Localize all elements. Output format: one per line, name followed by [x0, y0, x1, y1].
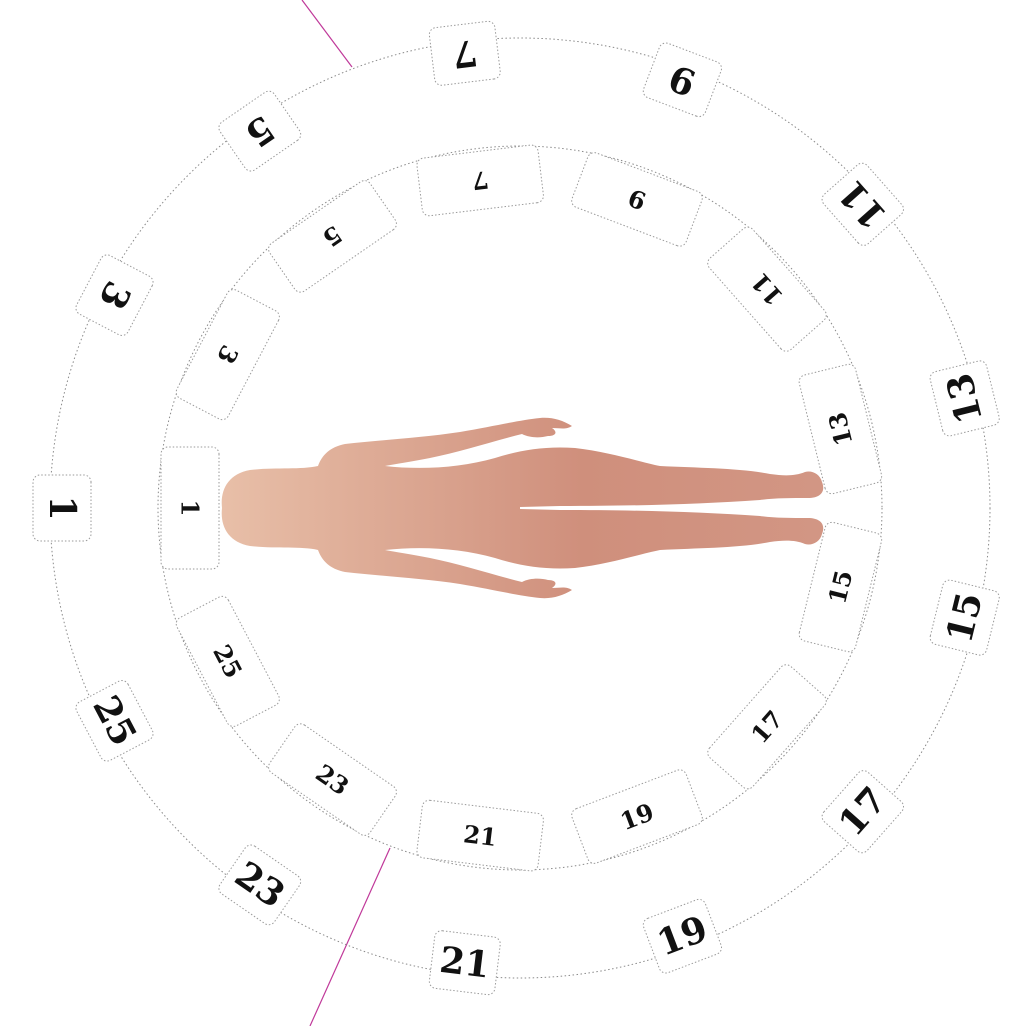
inner-ring-label-text: 21: [462, 819, 499, 852]
inner-ring-label-text: 7: [470, 165, 490, 196]
outer-ring-label-9: 9: [641, 41, 723, 119]
inner-ring-label-3: 3: [174, 287, 282, 422]
outer-ring-label-23: 23: [216, 842, 303, 927]
outer-ring-label-25: 25: [73, 678, 155, 763]
outer-ring-label-21: 21: [429, 930, 501, 996]
outer-ring-label-15: 15: [929, 579, 1001, 657]
human-silhouette-icon: [222, 418, 824, 598]
outer-ring-label-19: 19: [641, 897, 723, 975]
inner-ring-label-25: 25: [174, 594, 282, 729]
inner-ring-label-21: 21: [416, 799, 544, 871]
accent-divider-line: [310, 848, 390, 1026]
inner-ring-label-7: 7: [416, 144, 544, 216]
inner-ring-label-23: 23: [266, 721, 399, 838]
outer-ring-label-3: 3: [73, 253, 155, 338]
outer-ring-label-17: 17: [819, 768, 906, 856]
inner-ring-label-5: 5: [266, 178, 399, 295]
outer-ring-label-text: 7: [450, 31, 480, 76]
outer-ring-label-text: 21: [437, 939, 492, 987]
outer-ring-label-11: 11: [819, 160, 906, 248]
outer-ring-label-13: 13: [929, 359, 1001, 437]
outer-ring-label-5: 5: [216, 88, 303, 173]
accent-divider-line: [302, 0, 352, 67]
inner-ring-label-text: 1: [176, 500, 205, 517]
outer-ring-label-1: 1: [33, 475, 91, 541]
inner-ring-label-1: 1: [161, 447, 219, 569]
outer-ring-label-7: 7: [429, 21, 501, 87]
outer-ring-label-text: 1: [41, 495, 83, 520]
